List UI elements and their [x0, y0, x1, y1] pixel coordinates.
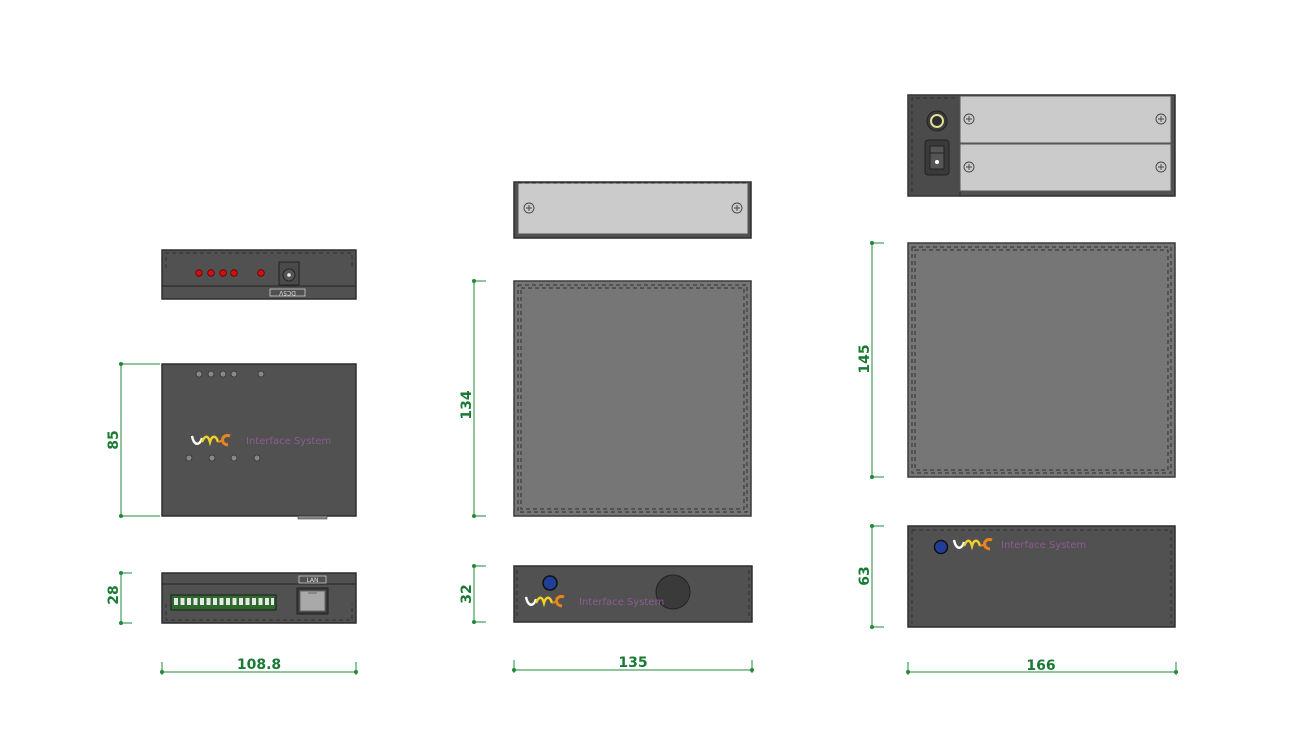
led-hole-icon	[207, 370, 215, 378]
led-icon	[257, 269, 265, 277]
dimension-height-145: 145	[857, 241, 884, 479]
dimension-width-108-8: 108.8	[160, 657, 358, 675]
logo-text: Interface System	[579, 597, 664, 608]
dimension-label: 135	[618, 655, 647, 671]
knob-icon	[655, 574, 691, 610]
large-front-view	[907, 94, 1176, 197]
dimension-height-63: 63	[857, 524, 884, 629]
logo-text: Interface System	[246, 436, 331, 447]
mount-hole-icon	[230, 454, 238, 462]
power-switch-icon	[924, 139, 950, 176]
mount-hole-icon	[208, 454, 216, 462]
led-icon	[195, 269, 203, 277]
rj45-port-icon	[296, 587, 329, 615]
small-rear-view: LAN	[161, 572, 357, 624]
led-icon	[230, 269, 238, 277]
small-front-view: DC5V	[161, 249, 357, 300]
dimension-label: 28	[106, 585, 122, 604]
led-icon	[219, 269, 227, 277]
led-icon	[207, 269, 215, 277]
dimension-label: 134	[459, 390, 475, 419]
mount-hole-icon	[253, 454, 261, 462]
dimension-height-32: 32	[459, 564, 486, 624]
medium-top-view	[513, 280, 752, 517]
terminal-block-icon	[170, 594, 277, 611]
led-hole-icon	[257, 370, 265, 378]
large-top-view	[907, 242, 1176, 478]
medium-rear-view: Interface System	[513, 565, 753, 623]
dimension-width-135: 135	[512, 655, 754, 673]
button-icon	[542, 575, 558, 591]
dimension-width-166: 166	[906, 658, 1178, 675]
large-rear-view: Interface System	[907, 525, 1176, 628]
dimension-label: 85	[106, 430, 122, 449]
dimension-label: 63	[857, 566, 873, 585]
dimension-label: 32	[459, 584, 475, 603]
dimension-label: 108.8	[237, 657, 281, 673]
power-label: DC5V	[278, 289, 296, 296]
led-hole-icon	[219, 370, 227, 378]
led-indicators	[195, 269, 265, 277]
dc-jack-icon	[278, 261, 300, 286]
power-jack-icon	[926, 110, 948, 132]
led-hole-icon	[230, 370, 238, 378]
logo-text: Interface System	[1001, 540, 1086, 551]
dimension-height-134: 134	[459, 279, 486, 518]
led-hole-icon	[195, 370, 203, 378]
mount-hole-icon	[185, 454, 193, 462]
button-icon	[933, 539, 949, 555]
dimension-label: 166	[1026, 658, 1055, 674]
small-top-view: Interface System	[161, 363, 357, 520]
dimension-height-28: 28	[106, 571, 132, 625]
lan-label: LAN	[306, 577, 318, 584]
dimension-label: 145	[857, 344, 873, 373]
medium-front-view	[513, 181, 752, 239]
dimension-height-85: 85	[106, 362, 160, 518]
